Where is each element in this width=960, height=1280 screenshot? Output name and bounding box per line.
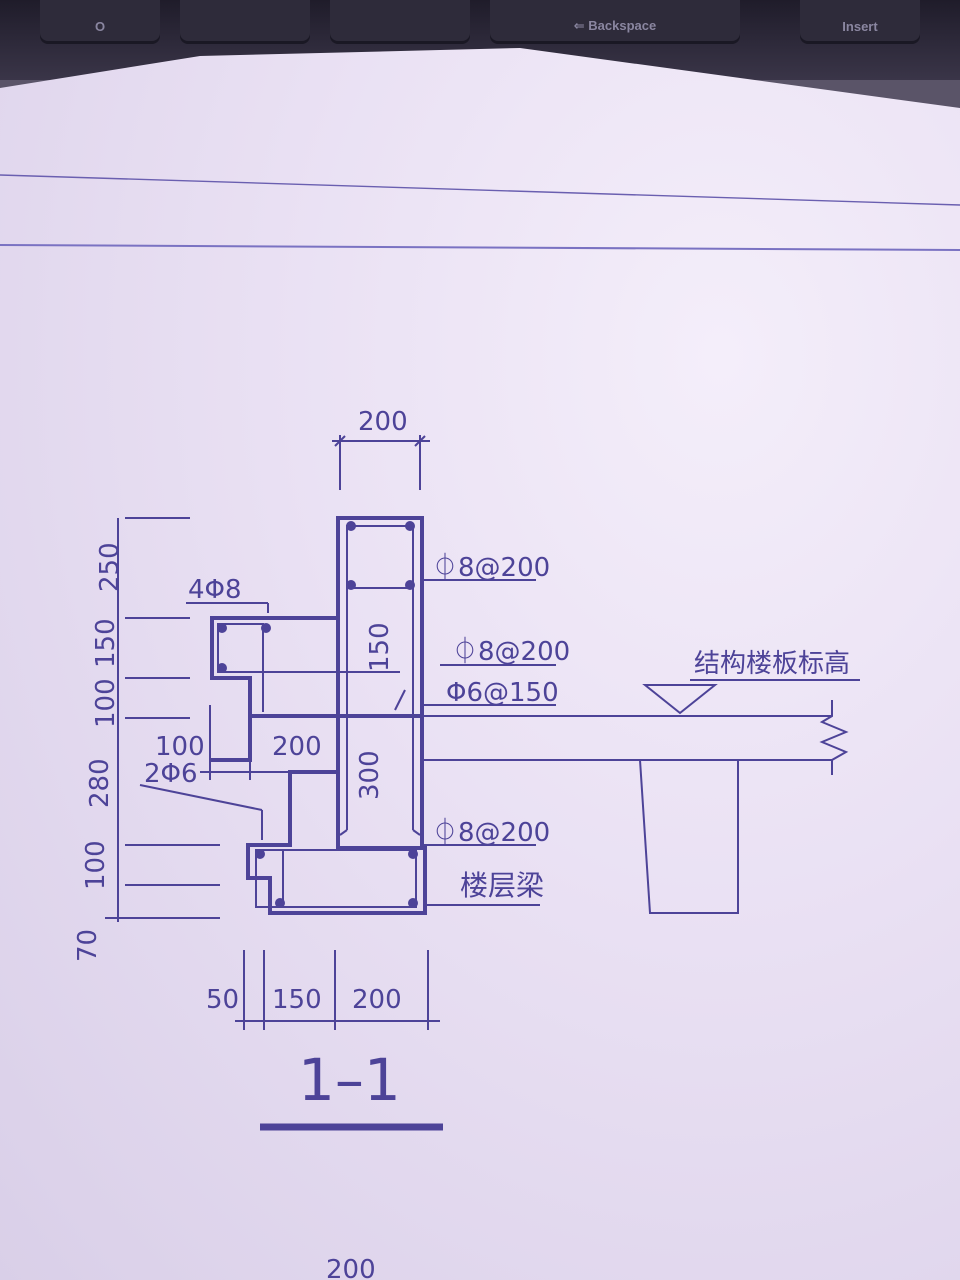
top-dimension: 200 bbox=[332, 407, 430, 490]
label-150-vertical: 150 bbox=[365, 622, 395, 672]
hook-mark bbox=[394, 689, 406, 711]
key-blank-1[interactable] bbox=[180, 0, 310, 44]
wall-column bbox=[336, 516, 424, 850]
paper-rule-header bbox=[0, 244, 960, 251]
left-dim-70: 70 bbox=[73, 929, 103, 962]
left-dim-100-lower: 100 bbox=[81, 840, 111, 890]
key-o-label: O bbox=[94, 19, 106, 34]
level-marker: 结构楼板标高 bbox=[642, 649, 860, 715]
floor-slab bbox=[420, 700, 849, 914]
footer-number: 200 bbox=[326, 1255, 376, 1280]
label-300-vertical: 300 bbox=[355, 750, 385, 800]
top-width-label: 200 bbox=[358, 407, 408, 437]
bottom-dim-150: 150 bbox=[272, 985, 322, 1015]
key-o[interactable]: O bbox=[40, 0, 160, 44]
label-rebar-bot: ⏀8@200 bbox=[432, 817, 550, 848]
label-2phi6: 2Φ6 bbox=[144, 759, 198, 789]
label-100: 100 bbox=[155, 732, 205, 762]
bottom-dim-50: 50 bbox=[206, 985, 239, 1015]
label-slab-level: 结构楼板标高 bbox=[694, 649, 850, 679]
label-rebar-top: ⏀8@200 bbox=[432, 552, 550, 583]
section-title: 1–1 bbox=[298, 1046, 401, 1114]
left-dim-100: 100 bbox=[91, 678, 121, 728]
label-4phi8: 4Φ8 bbox=[188, 575, 242, 605]
key-insert[interactable]: Insert bbox=[800, 0, 920, 44]
bottom-dim-200: 200 bbox=[352, 985, 402, 1015]
left-dim-280: 280 bbox=[85, 758, 115, 808]
label-phi6: Φ6@150 bbox=[446, 678, 559, 708]
key-backspace-label: ⇐ Backspace bbox=[573, 18, 657, 33]
upper-ledge: 4Φ8 bbox=[186, 575, 420, 718]
key-insert-label: Insert bbox=[842, 19, 878, 34]
left-dimension-chain: 250 150 100 280 100 70 bbox=[73, 517, 220, 962]
floor-beam: 2Φ6 300 ⏀8@200 楼层梁 bbox=[139, 716, 550, 915]
label-floor-beam: 楼层梁 bbox=[460, 869, 544, 902]
bottom-dimension-chain: 50 150 200 bbox=[206, 950, 440, 1030]
left-dim-250: 250 bbox=[95, 542, 125, 592]
key-backspace[interactable]: ⇐ Backspace bbox=[490, 0, 740, 44]
paper-rule-thin bbox=[0, 174, 960, 206]
label-200-mid: 200 bbox=[272, 732, 322, 762]
mid-dimension: 100 200 bbox=[155, 705, 338, 780]
left-dim-150: 150 bbox=[91, 618, 121, 668]
key-blank-2[interactable] bbox=[330, 0, 470, 44]
label-rebar-mid: ⏀8@200 bbox=[452, 636, 570, 667]
